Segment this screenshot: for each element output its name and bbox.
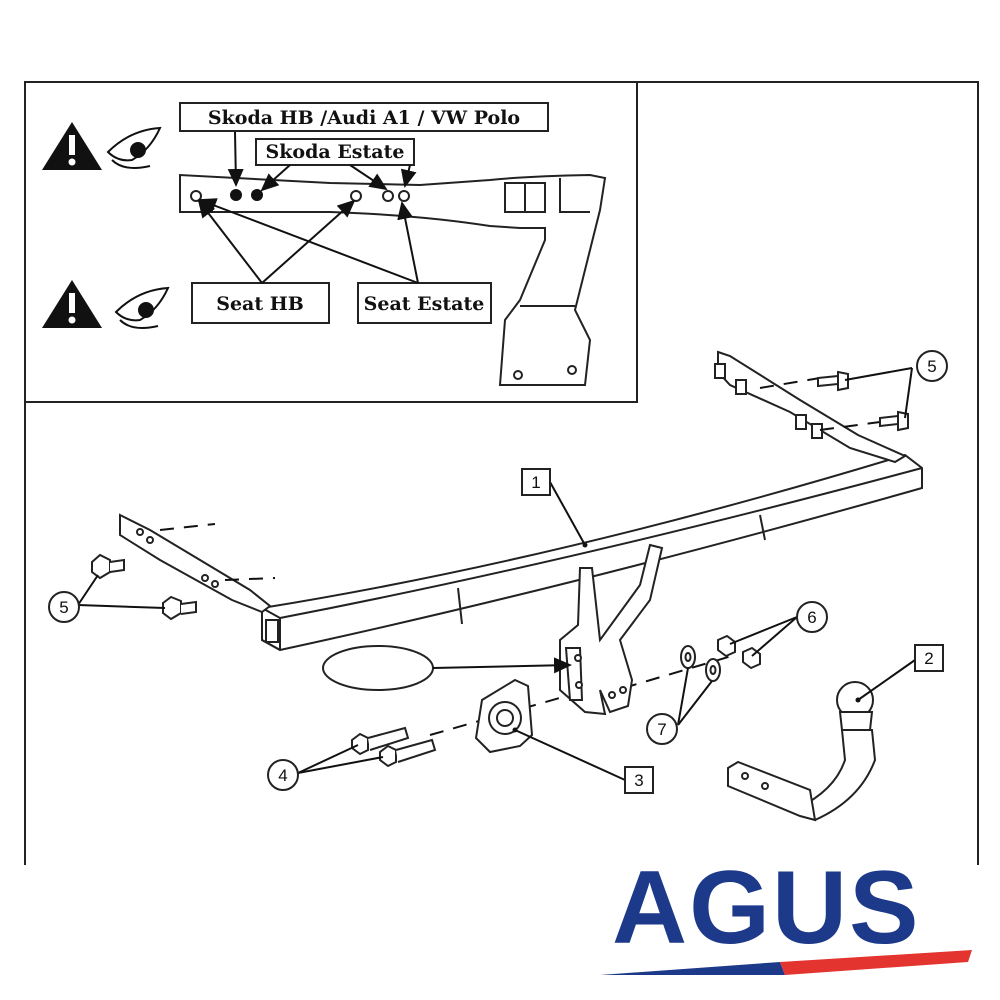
- label-box-seat-hb: [191, 282, 330, 324]
- leader-dot: [582, 542, 588, 548]
- logo-wordmark: AGUS: [612, 850, 920, 966]
- warning-triangle-icon: [42, 122, 102, 170]
- callout-6: 6: [796, 601, 828, 633]
- bolt-left-lower: [162, 595, 197, 621]
- label-seat-estate: Seat Estate: [364, 293, 485, 315]
- eye-icon: [106, 126, 162, 169]
- svg-text:5: 5: [927, 357, 936, 376]
- socket-plate: [474, 678, 534, 754]
- logo-swoosh-red: [780, 950, 972, 975]
- inset-bracket: [179, 173, 607, 386]
- eye-icon: [114, 286, 170, 329]
- long-bolt-upper: [351, 726, 410, 756]
- svg-text:6: 6: [807, 608, 816, 627]
- bolt-right-upper: [817, 370, 849, 392]
- hole-marker: [251, 189, 263, 201]
- callout-3: 3: [624, 766, 654, 794]
- label-skoda-hb: Skoda HB /Audi A1 / VW Polo: [208, 107, 520, 129]
- agus-logo: AGUS: [600, 850, 972, 975]
- label-plate-arrow: [432, 657, 572, 674]
- leader-dot: [855, 697, 861, 703]
- inset-box: [24, 81, 638, 403]
- svg-text:7: 7: [657, 720, 666, 739]
- warning-triangle-icon: [42, 280, 102, 328]
- left-side-bracket: [119, 513, 272, 614]
- label-box-skoda-estate: [255, 138, 415, 166]
- svg-text:1: 1: [531, 473, 540, 492]
- tow-ball: [727, 681, 877, 822]
- svg-text:5: 5: [59, 598, 68, 617]
- inset-arrows: [197, 131, 419, 284]
- callout-1: 1: [521, 468, 551, 496]
- callout-2: 2: [914, 644, 944, 672]
- logo-swoosh-blue: [600, 962, 785, 975]
- label-skoda-estate: Skoda Estate: [266, 141, 405, 163]
- svg-text:4: 4: [278, 766, 287, 785]
- long-bolt-lower: [379, 738, 437, 768]
- label-box-seat-estate: [357, 282, 492, 324]
- callout-5-left: 5: [48, 591, 80, 623]
- label-box-skoda-hb: [179, 102, 549, 132]
- nuts: [717, 634, 761, 670]
- callout-leaders: [77, 367, 916, 781]
- svg-text:3: 3: [634, 771, 643, 790]
- main-cross-bar: [261, 453, 923, 652]
- hole-marker: [230, 189, 242, 201]
- label-plate: [322, 645, 434, 691]
- label-seat-hb: Seat HB: [216, 293, 304, 315]
- bolt-right-lower: [879, 410, 909, 432]
- svg-text:2: 2: [924, 649, 933, 668]
- callout-7: 7: [646, 713, 678, 745]
- bolt-left-upper: [91, 553, 125, 580]
- callout-4: 4: [267, 759, 299, 791]
- right-side-bracket: [714, 350, 908, 464]
- callout-5-right: 5: [916, 350, 948, 382]
- leader-dot: [512, 727, 518, 733]
